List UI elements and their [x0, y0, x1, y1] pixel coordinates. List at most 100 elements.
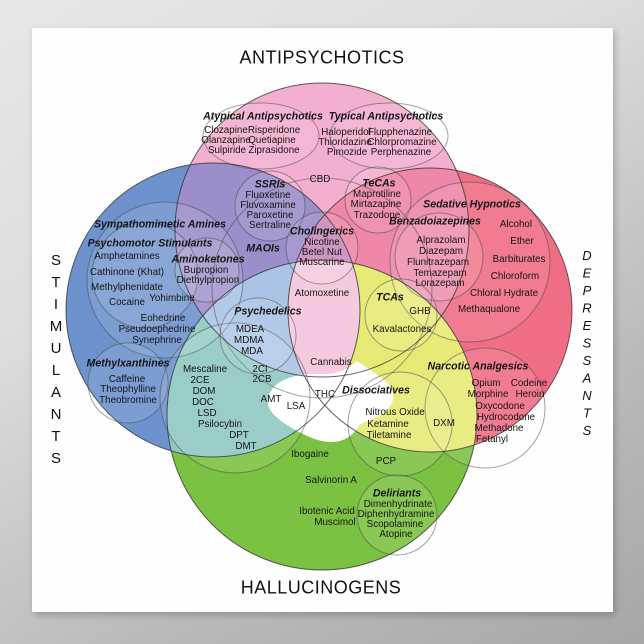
drug-methadone: Methadone: [474, 423, 524, 435]
drug-thioridazine: Thioridazine: [318, 137, 372, 149]
outline-atypical: [202, 102, 320, 170]
drug-kavalactones: Kavalactones: [372, 324, 432, 336]
drug-diphenhydramine: Diphenhydramine: [357, 509, 435, 521]
drug-ibotenic-acid: Ibotenic Acid: [299, 506, 355, 518]
label-ssris: SSRIs: [254, 178, 286, 191]
drug-risperidone: Risperidone: [247, 125, 301, 137]
drug-chloroform: Chloroform: [490, 271, 540, 283]
drug-theobromine: Theobromine: [99, 395, 157, 407]
drug-dimenhydrinate: Dimenhydrinate: [363, 499, 433, 511]
label-deliriants: Deliriants: [372, 487, 422, 500]
drug-methaqualone: Methaqualone: [457, 304, 521, 316]
drug-paroxetine: Paroxetine: [246, 210, 294, 222]
label-tecas: TeCAs: [362, 177, 396, 190]
drug-lsd: LSD: [197, 408, 217, 420]
drug-codeine: Codeine: [510, 378, 548, 390]
drug-atopine: Atopine: [379, 529, 413, 541]
label-psychomotor-stimulants: Psychomotor Stimulants: [87, 237, 213, 250]
drug-nicotine: Nicotine: [304, 237, 340, 249]
drug-muscimol: Muscimol: [314, 517, 356, 529]
drug-flupphenazine: Flupphenazine: [367, 127, 433, 139]
title-stimulants: STIMULANTS: [47, 252, 65, 472]
drug-trazodone: Trazodone: [353, 210, 401, 222]
label-narcotic-analgesics: Narcotic Analgesics: [427, 360, 529, 373]
drug-fluvoxamine: Fluvoxamine: [240, 200, 296, 212]
drug-thc: THC: [314, 389, 336, 401]
drug-tiletamine: Tiletamine: [366, 430, 412, 442]
drug-eohedrine: Eohedrine: [140, 313, 186, 325]
title-antipsychotics: ANTIPSYCHOTICS: [239, 47, 405, 68]
drug-ghb: GHB: [409, 306, 431, 318]
label-methylxanthines: Methylxanthines: [86, 357, 170, 370]
drug-hydrocodone: Hydrocodone: [476, 412, 536, 424]
drug-scopolamine: Scopolamine: [366, 519, 424, 531]
drug-morphine: Morphine: [467, 389, 509, 401]
label-sympathomimetic-amines: Sympathomimetic Amines: [93, 218, 227, 231]
drug-atomoxetine: Atomoxetine: [294, 288, 350, 300]
drug-mdea: MDEA: [235, 324, 265, 336]
drug-pseudoephedrine: Pseudoephedrine: [118, 324, 196, 336]
drug-caffeine: Caffeine: [108, 374, 146, 386]
title-hallucinogens: HALLUCINOGENS: [240, 577, 402, 598]
drug-alprazolam: Alprazolam: [416, 235, 466, 247]
drug-dmt: DMT: [235, 441, 257, 453]
drug-doc: DOC: [192, 397, 214, 409]
drug-clozapine: Clozapine: [204, 125, 248, 137]
drug-fluoxetine: Fluoxetine: [245, 190, 291, 202]
outline-tecas: [344, 166, 412, 234]
drug-2cb: 2CB: [252, 374, 272, 386]
drug-mda: MDA: [241, 346, 263, 358]
outline-cannabis: [211, 177, 433, 399]
drug-sertraline: Sertraline: [249, 220, 291, 232]
drug-sulpiride: Sulpiride: [207, 145, 247, 157]
drug-quetiapine: Quetiapine: [248, 135, 296, 147]
drug-olanzapine: Olanzapine: [201, 135, 251, 147]
drug-theophylline: Theophylline: [100, 384, 156, 396]
drug-barbiturates: Barbiturates: [492, 254, 546, 266]
drug-lsa: LSA: [286, 401, 306, 413]
outline-dissociatives: [347, 371, 453, 477]
drug-dpt: DPT: [229, 430, 249, 442]
drug-dom: DOM: [192, 386, 216, 398]
drug-ziprasidone: Ziprasidone: [248, 145, 300, 157]
drug-alcohol: Alcohol: [499, 219, 533, 231]
drug-nitrous-oxide: Nitrous Oxide: [365, 407, 425, 419]
outline-stimulants: [65, 162, 361, 458]
drug-2ci: 2CI: [252, 364, 268, 376]
drug-psilocybin: Psilocybin: [197, 419, 243, 431]
drug-cannabis: Cannabis: [310, 357, 352, 369]
drug-fetanyl: Fetanyl: [475, 434, 509, 446]
outline-ssris: [234, 170, 306, 242]
drug-dxm: DXM: [433, 418, 455, 430]
drug-cocaine: Cocaine: [109, 297, 145, 309]
drug-chlorpromazine: Chlorpromazine: [367, 137, 437, 149]
label-sedative-hypnotics: Sedative Hypnotics: [423, 198, 521, 211]
label-typical-antipsychotics: Typical Antipsychotics: [328, 110, 444, 123]
drug-ibogaine: Ibogaine: [291, 449, 329, 461]
drug-diazepam: Diazepam: [418, 246, 464, 258]
outline-depressants: [287, 167, 573, 453]
main-outlines: [65, 82, 573, 571]
drug-haloperidol: Haloperidol: [321, 127, 371, 139]
drug-synephrine: Synephrine: [132, 335, 182, 347]
label-maois: MAOIs: [246, 242, 280, 255]
drug-oxycodone: Oxycodone: [475, 401, 525, 413]
drug-perphenazine: Perphenazine: [370, 147, 432, 159]
subgroup-outlines: [86, 102, 551, 556]
drug-cathinone: Cathinone (Khat): [89, 267, 165, 279]
region-psychedelics-lightblue: [175, 260, 360, 377]
outline-antipsychotics: [174, 82, 470, 378]
drug-pimozide: Pimozide: [326, 147, 368, 159]
drug-pcp: PCP: [375, 456, 397, 468]
label-atypical-antipsychotics: Atypical Antipsychotics: [203, 110, 323, 123]
drug-methylphenidate: Methylphenidate: [91, 282, 163, 294]
drug-lorazepam: Lorazepam: [415, 278, 465, 290]
drug-salvinorin-a: Salvinorin A: [305, 475, 357, 487]
label-cholingerics: Cholingerics: [289, 225, 355, 238]
outline-aminoketones: [174, 237, 240, 303]
label-psychedelics: Psychedelics: [234, 305, 302, 318]
outline-hallucinogens: [166, 259, 478, 571]
drug-chloral-hydrate: Chloral Hydrate: [469, 288, 539, 300]
outline-sedative-hypnotics: [389, 181, 551, 343]
